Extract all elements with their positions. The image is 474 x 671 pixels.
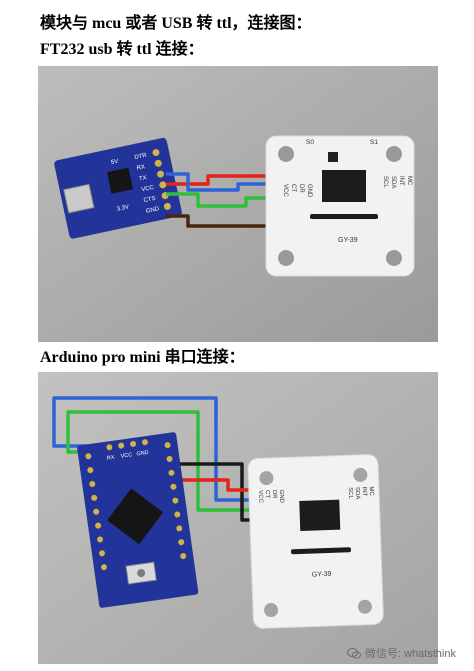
usb-port bbox=[63, 183, 95, 214]
module-pin-vcc: VCC bbox=[257, 490, 263, 504]
wechat-watermark: 微信号: whatsthink bbox=[346, 645, 456, 661]
heading-line-1: 模块与 mcu 或者 USB 转 ttl，连接图： bbox=[40, 15, 312, 32]
pin-label-tx: TX bbox=[139, 175, 148, 182]
module-pin-mc: MC bbox=[406, 176, 412, 186]
sensor-slot bbox=[290, 547, 351, 555]
module-pin-gnd: GND bbox=[278, 490, 284, 504]
wire-blue bbox=[52, 396, 250, 502]
module-name: GY-39 bbox=[338, 237, 358, 244]
pin-label-gnd: GND bbox=[145, 206, 160, 215]
module-pin-dr: DR bbox=[271, 490, 277, 500]
module-label-s1: S1 bbox=[370, 139, 378, 146]
module-pin-scl: SCL bbox=[382, 176, 388, 188]
ft232-chip bbox=[106, 167, 134, 194]
gy39-module: S0 S1 GY-39 VCC CT DR GND SCL SDA INT MC bbox=[265, 135, 415, 277]
module-pin-gnd: GND bbox=[306, 184, 312, 198]
regulator bbox=[328, 152, 338, 162]
module-pin-int: INT bbox=[361, 487, 367, 497]
wechat-icon bbox=[346, 647, 361, 659]
heading-line-3: Arduino pro mini 串口连接： bbox=[40, 349, 245, 366]
wire-black bbox=[168, 462, 252, 522]
pin-label-rx: RX bbox=[136, 164, 145, 172]
module-pin-vcc: VCC bbox=[282, 184, 288, 197]
atmega-chip bbox=[107, 488, 164, 545]
watermark-text: 微信号: whatsthink bbox=[364, 648, 456, 660]
arduino-pro-mini-board: RX VCC GND bbox=[77, 432, 199, 608]
module-pin-sda: SDA bbox=[390, 176, 396, 188]
arduino-connection-photo: RX VCC GND GY-39 VCC CT DR GND bbox=[38, 372, 438, 664]
module-pin-ct: CT bbox=[264, 490, 270, 499]
sensor-chip bbox=[299, 499, 341, 531]
module-pin-sda: SDA bbox=[354, 487, 360, 500]
module-name: GY-39 bbox=[312, 571, 332, 579]
pin-label-vcc: VCC bbox=[141, 185, 155, 194]
sensor-slot bbox=[310, 214, 378, 219]
wire-green bbox=[66, 410, 250, 512]
module-pin-ct: CT bbox=[290, 184, 296, 192]
module-pin-dr: DR bbox=[298, 184, 304, 193]
header-label-vcc: VCC bbox=[120, 452, 132, 460]
sensor-chip bbox=[322, 170, 366, 202]
gy39-module: GY-39 VCC CT DR GND SCL SDA INT MC bbox=[247, 454, 384, 629]
wire-brown bbox=[166, 214, 270, 228]
pin-label-cts: CTS bbox=[143, 196, 156, 204]
ft232-connection-photo: DTR RX TX VCC CTS GND 5V 3.3V bbox=[38, 66, 438, 342]
heading-line-2: FT232 usb 转 ttl 连接： bbox=[40, 41, 204, 58]
pin-label-dtr: DTR bbox=[134, 153, 148, 162]
module-pin-int: INT bbox=[398, 176, 404, 186]
ft232-board: DTR RX TX VCC CTS GND 5V 3.3V bbox=[54, 137, 182, 239]
module-pin-mc: MC bbox=[368, 486, 374, 496]
wires-photo2 bbox=[52, 396, 252, 522]
voltage-label-5v: 5V bbox=[111, 159, 119, 166]
wire-red bbox=[170, 478, 250, 492]
module-label-s0: S0 bbox=[306, 139, 314, 146]
voltage-label-3v3: 3.3V bbox=[116, 204, 129, 212]
module-pin-scl: SCL bbox=[347, 487, 353, 500]
header-label-rx: RX bbox=[106, 455, 115, 462]
header-label-gnd: GND bbox=[136, 450, 149, 458]
